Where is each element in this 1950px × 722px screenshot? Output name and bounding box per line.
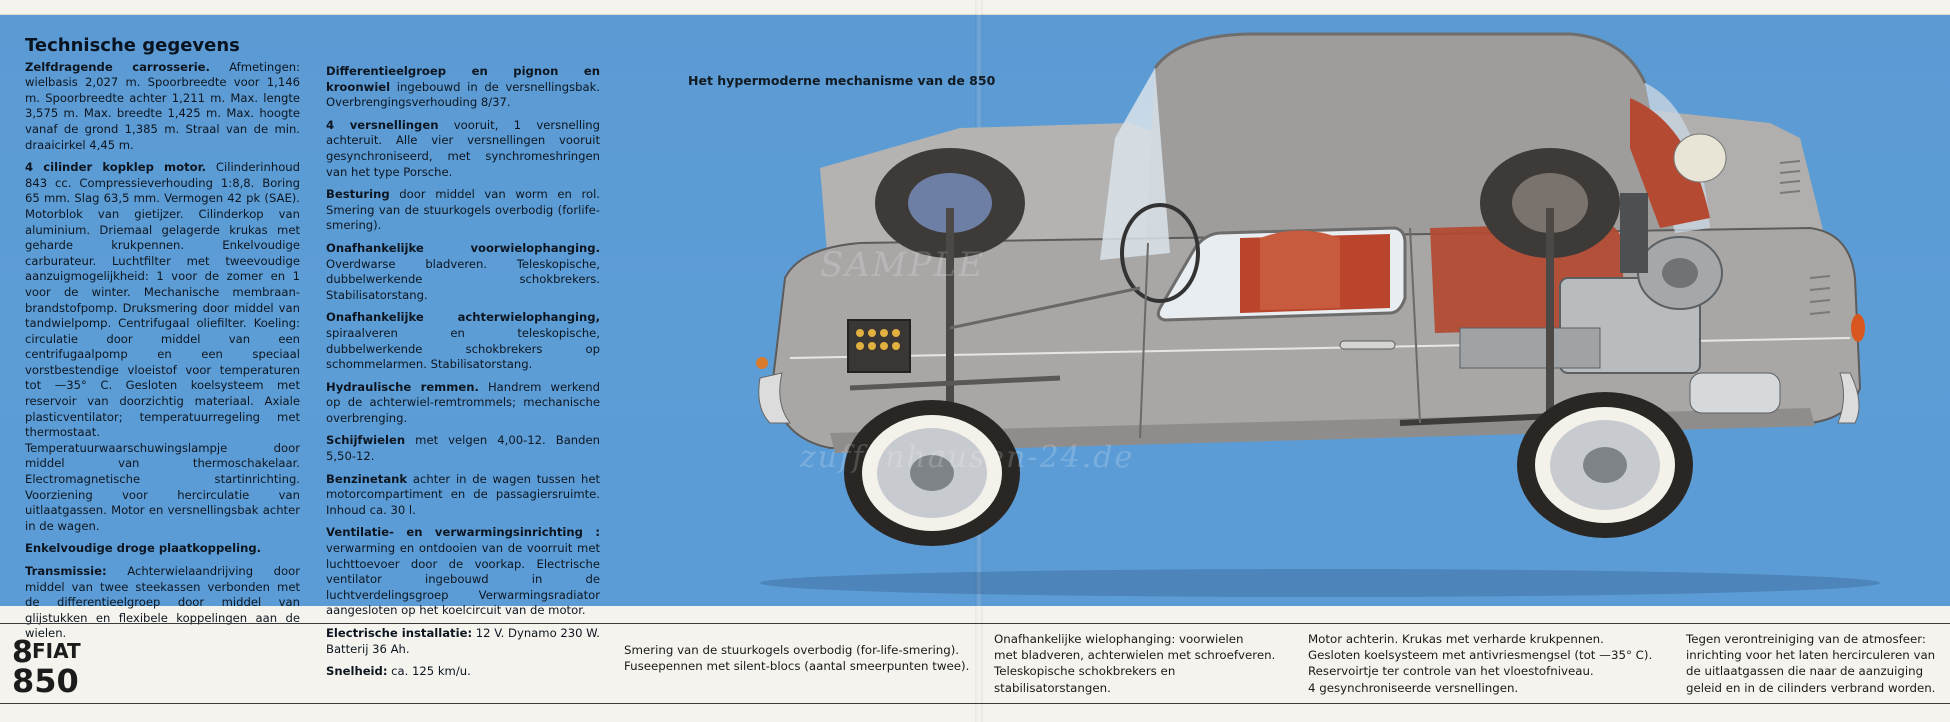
rear-vents (1779, 160, 1831, 315)
door-handle (1339, 340, 1396, 350)
spec-title: Zelfdragende carrosserie. (25, 59, 210, 74)
spec-title: 4 cilinder kopklep motor. (25, 160, 207, 175)
watermark: zuffenhausen-24.de (800, 440, 1135, 475)
spec-text: spiraalveren en teleskopische, dubbelwer… (326, 325, 600, 372)
front-wheel (844, 400, 1020, 546)
watermark: SAMPLE (820, 245, 985, 285)
spec-title: Onafhankelijke voorwielophanging. (326, 240, 600, 255)
footer-caption-2: Onafhankelijke wielophanging: voorwielen… (994, 632, 1276, 695)
ground-shadow (760, 569, 1880, 597)
spare-tank (1673, 133, 1727, 183)
spec-paragraph: Hydraulische remmen. Handrem werkend op … (326, 380, 600, 427)
spec-text: door middel van worm en rol. Smering van… (326, 187, 600, 233)
spec-text: met velgen 4,00-12. Banden 5,50-12. (326, 433, 600, 464)
spec-paragraph: Onafhankelijke voorwielophanging. Overdw… (326, 241, 600, 303)
rear-bumper (1837, 372, 1860, 424)
spec-text: Afmetingen: wielbasis 2,027 m. Spoorbree… (25, 59, 301, 152)
spec-text: vooruit, 1 versnelling achteruit. Alle v… (326, 117, 600, 179)
logo-number: 850 (12, 662, 79, 694)
spec-paragraph: Electrische installatie: 12 V. Dynamo 23… (326, 626, 600, 657)
spec-text: Achterwielaandrijving door middel van tw… (25, 564, 300, 641)
front-bumper (758, 372, 791, 424)
engine-assembly (1459, 193, 1781, 414)
spec-title: Ventilatie- en verwarmingsinrichting : (326, 525, 600, 540)
spec-title: Differentieelgroep en pignon en kroonwie… (326, 64, 600, 94)
quilted-panel (1630, 98, 1710, 228)
spec-title: Onafhankelijke achterwielophanging, (326, 310, 600, 325)
spec-paragraph: 4 versnellingen vooruit, 1 versnelling a… (326, 118, 600, 180)
spec-paragraph: Enkelvoudige droge plaatkoppeling. (25, 541, 300, 557)
footer-rule-bottom (0, 703, 1950, 704)
spec-text: Cilinderinhoud 843 cc. Compressieverhoud… (25, 160, 301, 533)
spec-title: Enkelvoudige droge plaatkoppeling. (25, 541, 262, 556)
spec-title: Benzinetank (326, 471, 408, 486)
car-cutaway-illustration (756, 32, 1880, 597)
spec-paragraph: Differentieelgroep en pignon en kroonwie… (326, 64, 600, 111)
spec-title: Snelheid: (326, 664, 388, 679)
spec-text: 12 V. Dynamo 230 W. Batterij 36 Ah. (326, 626, 600, 656)
spec-title: Electrische installatie: (326, 626, 473, 640)
spec-paragraph: Onafhankelijke achterwielophanging, spir… (326, 310, 600, 372)
rear-wheel (1517, 392, 1693, 538)
spec-column-1: Technische gegevens Zelfdragende carross… (25, 35, 300, 649)
front-crossmember (849, 375, 1061, 391)
spec-text: ingebouwd in de versnellingsbak. Overbre… (326, 79, 600, 110)
page-title: Technische gegevens (25, 35, 240, 56)
rear-hub-upper (1512, 173, 1588, 233)
seat-back (1260, 230, 1340, 310)
spec-paragraph: Besturing door middel van worm en rol. S… (326, 187, 600, 234)
spec-title: Schijfwielen (326, 433, 406, 448)
steering-wheel (1120, 203, 1200, 303)
footer-caption-4: Tegen verontreiniging van de atmosfeer: … (1686, 632, 1936, 695)
spec-title: Besturing (326, 187, 390, 202)
footer-caption-3: Motor achterin. Krukas met verharde kruk… (1308, 632, 1653, 695)
spec-paragraph: Ventilatie- en verwarmingsinrichting : v… (326, 525, 600, 619)
footer-rule-top (0, 623, 1950, 624)
spec-text: achter in de wagen tussen het motorcompa… (326, 471, 601, 517)
steering-column (949, 286, 1141, 330)
spec-paragraph: 4 cilinder kopklep motor. Cilinderinhoud… (25, 160, 300, 534)
footer-caption-1: Smering van de stuurkogels overbodig (fo… (624, 643, 970, 674)
fiat-850-logo: 8 FIAT 850 (12, 636, 81, 694)
spec-title: Transmissie: (25, 564, 107, 578)
windshield (1100, 68, 1170, 260)
spec-text: ca. 125 km/u. (391, 664, 471, 679)
front-hub-upper (908, 173, 992, 233)
logo-wordmark: FIAT (32, 639, 81, 663)
roof-edge (1153, 32, 1647, 84)
spec-title: Hydraulische remmen. (326, 379, 479, 394)
spec-text: Handrem werkend op de achterwiel-remtrom… (326, 379, 600, 425)
spec-text: verwarming en ontdooien van de voorruit … (326, 541, 600, 618)
spec-paragraph: Zelfdragende carrosserie. Afmetingen: wi… (25, 60, 300, 154)
battery-cells (856, 329, 900, 350)
spec-paragraph: Schijfwielen met velgen 4,00-12. Banden … (326, 433, 600, 464)
door-seams (1139, 227, 1421, 439)
spec-column-2: Differentieelgroep en pignon en kroonwie… (326, 64, 600, 687)
spec-text: Overdwarse bladveren. Teleskopische, dub… (326, 256, 600, 302)
spec-paragraph: Snelheid: ca. 125 km/u. (326, 664, 600, 680)
illustration-caption: Het hypermoderne mechanisme van de 850 (688, 73, 996, 88)
spec-paragraph: Benzinetank achter in de wagen tussen he… (326, 472, 600, 519)
rear-lamp (1851, 314, 1865, 342)
logo-digit-8: 8 (12, 636, 33, 670)
front-indicator (756, 357, 768, 369)
spec-paragraph: Transmissie: Achterwielaandrijving door … (25, 564, 300, 642)
spec-title: 4 versnellingen (326, 117, 439, 132)
